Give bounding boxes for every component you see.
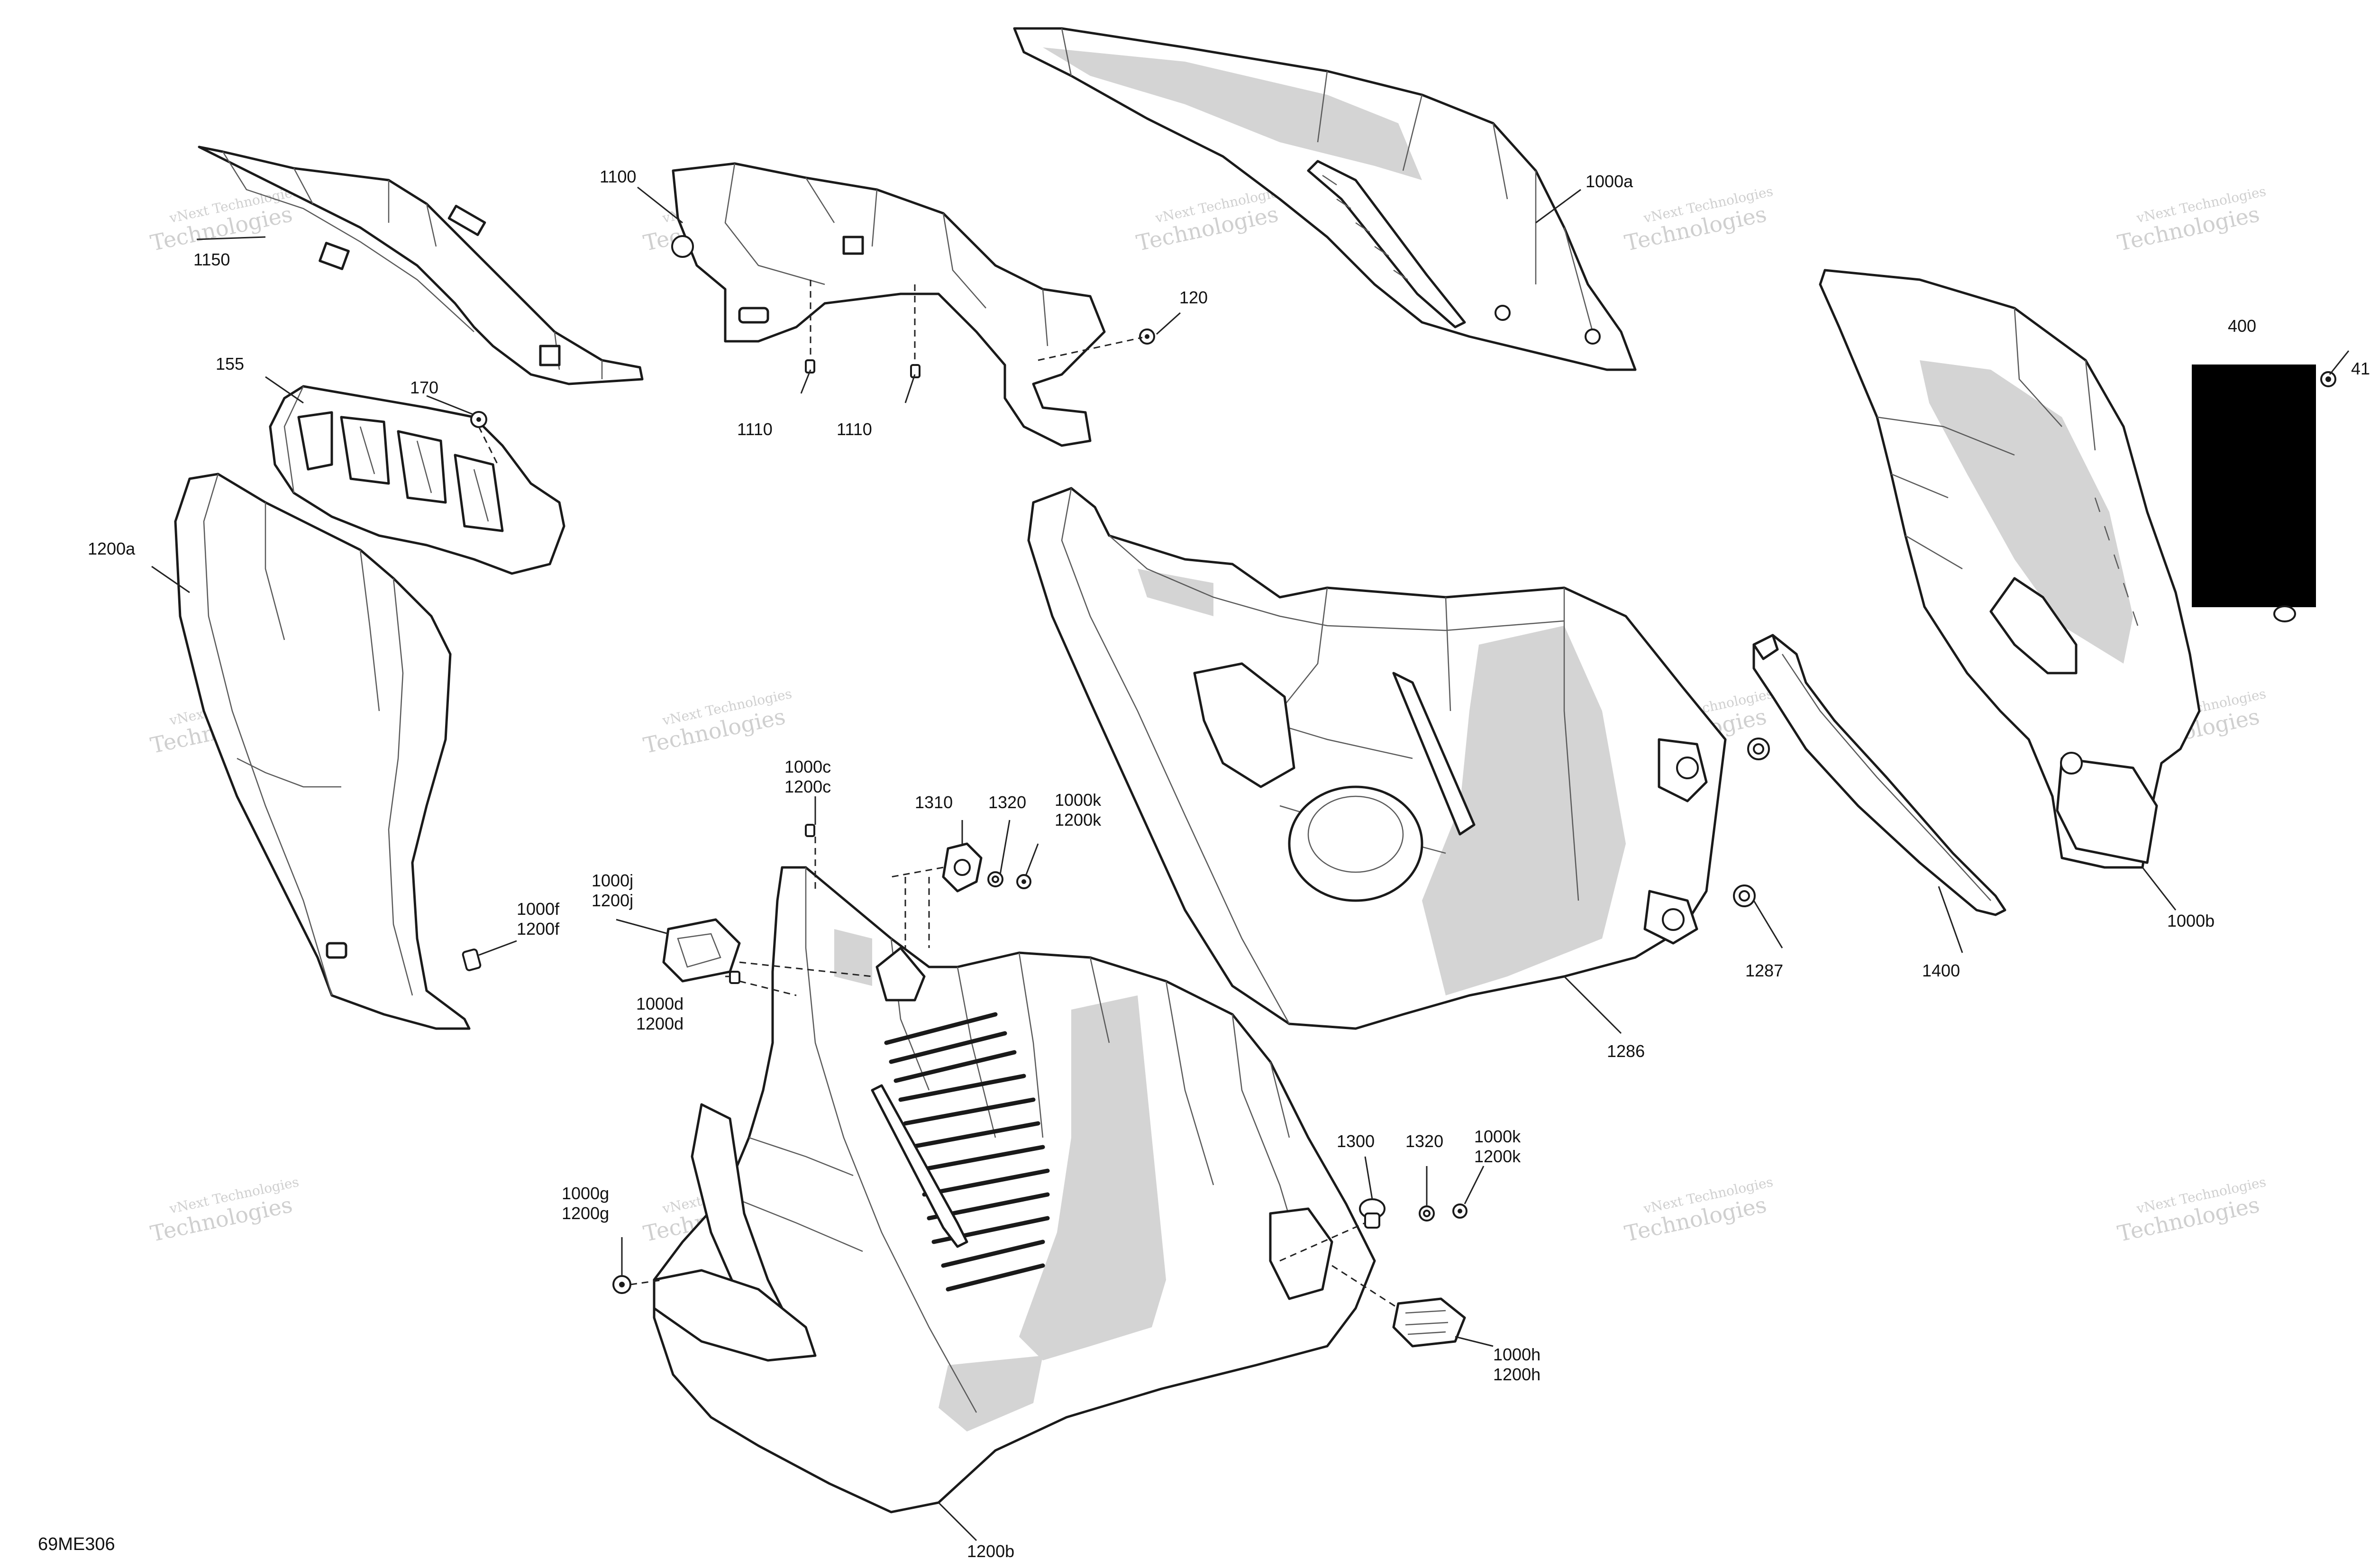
callout-1000k-upper: 1000k <box>1055 790 1102 810</box>
watermark: vNext Technologies Technologies <box>148 1174 301 1247</box>
watermark: vNext Technologies Technologies <box>148 183 301 256</box>
callout-1300: 1300 <box>1337 1131 1375 1151</box>
callout-1200c: 1200c <box>784 777 831 796</box>
part-1000k-a-screw <box>1016 874 1031 889</box>
callout-155: 155 <box>216 354 244 374</box>
part-1000f-clip <box>462 948 482 971</box>
part-1000k-b-screw <box>1452 1203 1468 1219</box>
callout-1110-left: 1110 <box>737 419 773 439</box>
callout-1100: 1100 <box>600 167 636 186</box>
part-1310-clip <box>942 842 983 893</box>
callout-1000h: 1000h <box>1493 1345 1540 1364</box>
callout-400: 400 <box>2228 316 2256 336</box>
part-1110b-screw <box>910 364 921 378</box>
part-1320a-washer <box>987 871 1003 887</box>
callout-1150: 1150 <box>193 250 230 269</box>
watermark: vNext Technologies Technologies <box>1623 183 1775 256</box>
leader-lines <box>151 186 2350 1541</box>
callout-1200f: 1200f <box>517 919 560 939</box>
callout-1000g: 1000g <box>562 1184 609 1203</box>
callout-170: 170 <box>410 378 438 397</box>
callout-1000f: 1000f <box>517 899 560 919</box>
callout-1110-right: 1110 <box>837 419 872 439</box>
callout-labels: 1150 1100 1110 1110 120 1000a 400 410 15… <box>88 167 2370 1561</box>
callout-120: 120 <box>1179 288 1208 307</box>
part-1100-bracket <box>671 162 1106 447</box>
watermark: vNext Technologies Technologies <box>2115 1174 2268 1247</box>
part-1286-panel <box>1027 487 1727 1030</box>
callout-1000a: 1000a <box>1586 172 1633 191</box>
part-410-screw <box>2320 371 2336 387</box>
callout-1200j: 1200j <box>592 891 633 910</box>
part-1000h-bracket <box>1392 1297 1466 1348</box>
callout-1200k-upper: 1200k <box>1055 810 1102 830</box>
callout-1200a: 1200a <box>88 539 136 558</box>
callout-1200k-lower: 1200k <box>1474 1147 1521 1166</box>
part-120-screw <box>1139 328 1155 345</box>
part-1000a-panel <box>1013 27 1637 371</box>
part-1000g-screw <box>612 1275 631 1294</box>
part-1000j-bracket <box>662 918 741 983</box>
callout-410: 410 <box>2351 359 2370 378</box>
callout-1000b: 1000b <box>2167 911 2215 930</box>
part-1200b-panel <box>653 866 1376 1513</box>
diagram-code: 69ME306 <box>38 1534 115 1554</box>
part-1000d-screw <box>729 971 740 984</box>
callout-1287: 1287 <box>1745 961 1783 980</box>
callout-1320-lower: 1320 <box>1405 1131 1443 1151</box>
part-1400-trim <box>1752 634 2006 916</box>
part-400-plate <box>2192 365 2316 622</box>
part-1000c-screw <box>805 824 815 837</box>
part-1320b-washer <box>1419 1205 1435 1222</box>
callout-1320-upper: 1320 <box>988 793 1026 812</box>
part-1150-bracket <box>198 146 644 385</box>
callout-1200h: 1200h <box>1493 1365 1540 1384</box>
callout-1310: 1310 <box>915 793 953 812</box>
callout-1000k-lower: 1000k <box>1474 1127 1521 1146</box>
callout-1400: 1400 <box>1922 961 1960 980</box>
watermark: vNext Technologies Technologies <box>1623 1174 1775 1247</box>
callout-1000c: 1000c <box>784 757 831 776</box>
callout-1200b: 1200b <box>967 1541 1014 1561</box>
part-1200a-panel <box>174 473 471 1030</box>
callout-1286: 1286 <box>1607 1041 1645 1061</box>
watermark: vNext Technologies Technologies <box>2115 183 2268 256</box>
part-400-black-plate <box>2192 365 2316 607</box>
callout-1200d: 1200d <box>636 1014 684 1033</box>
watermark: vNext Technologies Technologies <box>641 686 793 758</box>
part-1000b-panel <box>1819 269 2201 869</box>
fastener-1286-upper <box>1747 738 1770 760</box>
assembly-lines <box>478 280 1399 1309</box>
callout-1200g: 1200g <box>562 1203 609 1223</box>
callout-1000j: 1000j <box>592 871 633 890</box>
part-1287-washer <box>1733 884 1756 907</box>
callout-1000d: 1000d <box>636 994 684 1013</box>
watermark: vNext Technologies Technologies <box>1134 183 1286 256</box>
part-155-grille <box>269 385 565 575</box>
